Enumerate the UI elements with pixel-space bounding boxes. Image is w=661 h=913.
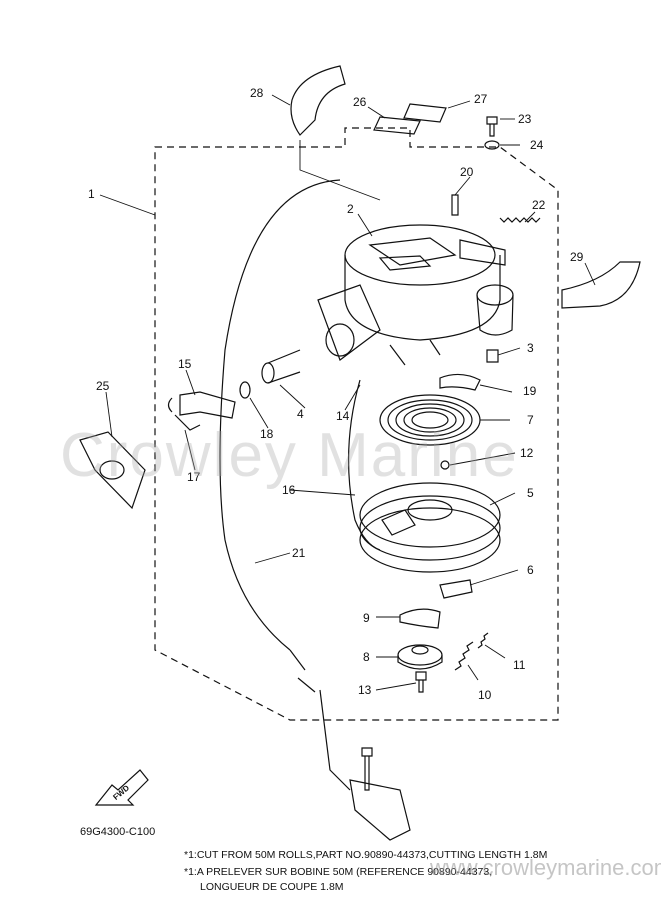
callout-29: 29	[570, 250, 584, 264]
callout-26: 26	[353, 95, 367, 109]
callout-13: 13	[358, 683, 372, 697]
assembly-boundary	[154, 127, 559, 721]
callout-15: 15	[178, 357, 192, 371]
callout-6: 6	[527, 563, 534, 577]
starter-housing-2	[317, 224, 514, 366]
callout-24: 24	[530, 138, 544, 152]
pawl-19	[439, 373, 481, 391]
plate-9	[399, 608, 441, 629]
callout-27: 27	[474, 92, 488, 106]
leader-lines	[99, 94, 596, 691]
callout-28: 28	[250, 86, 264, 100]
washer-24	[484, 140, 500, 150]
callout-3: 3	[527, 341, 534, 355]
callout-8: 8	[363, 650, 370, 664]
lever-15	[167, 391, 236, 431]
callout-11: 11	[513, 658, 526, 672]
bushing-3	[486, 349, 499, 363]
pin-20	[451, 194, 459, 216]
callout-21: 21	[292, 546, 306, 560]
note-line-2: *1:A PRELEVER SUR BOBINE 50M (REFERENCE …	[184, 866, 493, 878]
cable-end-21	[289, 649, 316, 693]
callout-5: 5	[527, 486, 534, 500]
callout-17: 17	[187, 470, 201, 484]
decal-29	[561, 261, 641, 309]
bolt-23	[486, 116, 498, 137]
grommet-25	[79, 431, 146, 510]
callout-2: 2	[347, 202, 354, 216]
handle-4	[239, 349, 301, 399]
callout-22: 22	[532, 198, 546, 212]
note-line-3: LONGUEUR DE COUPE 1.8M	[200, 881, 344, 893]
callout-18: 18	[260, 427, 274, 441]
callout-7: 7	[527, 413, 534, 427]
callout-12: 12	[520, 446, 534, 460]
callout-4: 4	[297, 407, 304, 421]
callout-10: 10	[478, 688, 492, 702]
decal-28	[290, 65, 346, 136]
plate-26	[373, 116, 421, 135]
plate-27	[403, 103, 447, 123]
cable-16	[347, 379, 381, 551]
clip-12	[440, 460, 450, 470]
callout-labels: 1 2 3 4 5 6 7 8 9 10 11 12 13 14 15 16 1…	[88, 86, 584, 802]
callout-20: 20	[460, 165, 474, 179]
callout-19: 19	[523, 384, 537, 398]
spring-22	[499, 217, 541, 223]
drive-plate-8	[397, 644, 443, 670]
diagram-code: 69G4300-C100	[80, 826, 156, 838]
spring-11	[477, 632, 489, 649]
bolt-13	[415, 671, 427, 693]
cable-21	[219, 179, 341, 651]
callout-25: 25	[96, 379, 110, 393]
bracket	[319, 689, 411, 841]
pulley-5	[359, 482, 501, 573]
recoil-spring-7	[379, 394, 481, 446]
callout-1: 1	[88, 187, 95, 201]
spring-10	[454, 641, 474, 671]
callout-23: 23	[518, 112, 532, 126]
note-line-1: *1:CUT FROM 50M ROLLS,PART NO.90890-4437…	[184, 849, 548, 861]
callout-16: 16	[282, 483, 296, 497]
fwd-arrow-icon	[94, 769, 149, 806]
callout-9: 9	[363, 611, 370, 625]
link-6	[439, 579, 473, 599]
callout-14: 14	[336, 409, 350, 423]
